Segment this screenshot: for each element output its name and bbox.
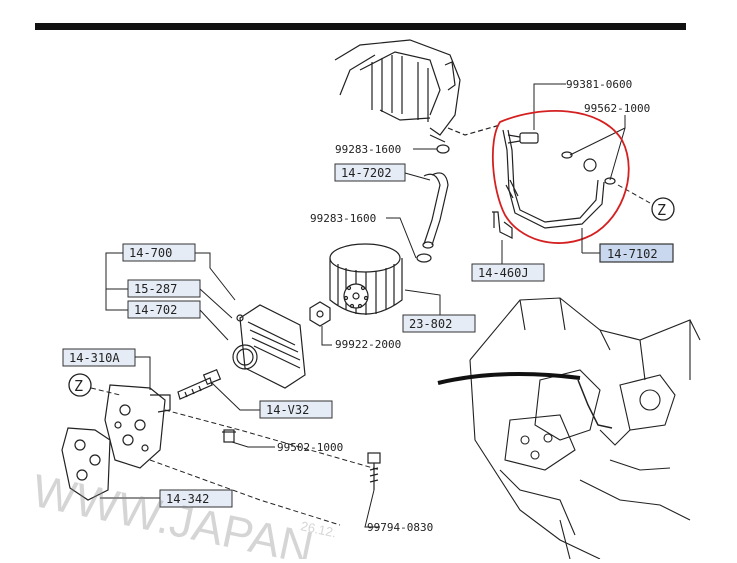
part-label-99381-0600[interactable]: 99381-0600 [566,78,632,91]
leader-bracket [105,252,128,311]
plug-99502-1000 [222,429,236,443]
part-label-23-802: 23-802 [409,317,452,331]
highlighted-pipe-on-engine [437,372,581,385]
engine-overview-sketch [469,297,701,560]
part-label-99502-1000[interactable]: 99502-1000 [277,441,343,454]
part-label-99922-2000[interactable]: 99922-2000 [335,338,401,351]
leader-line [135,356,151,390]
leader-line [404,289,441,322]
leader-line [211,382,260,411]
part-label-14-7102: 14-7102 [607,247,658,261]
part-label-14-460j: 14-460J [478,266,529,280]
leader-dashed [149,459,341,526]
part-label-14-342: 14-342 [166,492,209,506]
oil-filter-23-802 [329,243,403,315]
part-box-14-460j[interactable]: 14-460J [471,263,545,282]
part-label-14-702: 14-702 [134,303,177,317]
part-label-14-v32: 14-V32 [266,403,309,417]
part-label-15-287: 15-287 [134,282,177,296]
part-label-99283-1600-b[interactable]: 99283-1600 [310,212,376,225]
svg-text:Z: Z [657,201,666,219]
ref-mark-z-right: Z [651,197,675,221]
svg-text:26.12.: 26.12. [299,518,337,540]
bolt-99794-0830 [367,452,381,490]
engine-block-sketch [334,39,461,143]
oil-pipe-14-7102 [502,129,616,229]
part-box-14-7102[interactable]: 14-7102 [599,243,674,263]
pipe-route [577,379,613,429]
relief-valve-14-v32 [177,368,222,400]
header-rule [35,23,686,30]
leader-line [533,83,566,130]
part-box-14-310a[interactable]: 14-310A [62,348,136,367]
leader-dashed [164,409,381,471]
leader-dashed [447,124,501,136]
leader-line [386,217,417,259]
part-box-14-700[interactable]: 14-700 [122,243,196,262]
part-box-15-287[interactable]: 15-287 [127,279,201,298]
leader-line [231,441,275,448]
part-label-99283-1600-a[interactable]: 99283-1600 [335,143,401,156]
clamp-lower [416,253,432,263]
part-box-14-7202[interactable]: 14-7202 [334,163,406,182]
leader-line [364,489,380,528]
leader-line [199,309,229,341]
leader-dashed [617,184,651,204]
part-box-14-v32[interactable]: 14-V32 [259,400,333,419]
leader-line [199,288,233,319]
ref-mark-z-left: Z [68,373,92,397]
svg-text:Z: Z [74,377,83,395]
part-label-14-310a: 14-310A [69,351,120,365]
bracket-14-460j [492,211,513,239]
oil-pump-body [104,384,171,469]
part-box-23-802[interactable]: 23-802 [402,314,476,333]
leader-line [321,326,332,346]
part-label-14-700: 14-700 [129,246,172,260]
nut-99922-2000 [309,301,331,327]
washer-top [436,144,450,154]
leader-dashed [90,387,121,396]
oil-cooler-assembly [232,304,306,389]
leader-line [195,252,236,301]
part-box-14-702[interactable]: 14-702 [127,300,201,319]
leader-line [404,172,431,181]
part-label-99794-0830[interactable]: 99794-0830 [367,521,433,534]
part-label-14-7202: 14-7202 [341,166,392,180]
svg-text:WWW.JAPAN: WWW.JAPAN [28,464,318,559]
watermark: WWW.JAPAN 26.12. [28,464,338,563]
hose-14-7202 [422,172,449,249]
part-box-14-342[interactable]: 14-342 [159,489,233,508]
leader-line [609,115,626,181]
part-label-99562-1000[interactable]: 99562-1000 [584,102,650,115]
highlight-ring [491,110,630,244]
gasket-14-342 [61,427,111,501]
